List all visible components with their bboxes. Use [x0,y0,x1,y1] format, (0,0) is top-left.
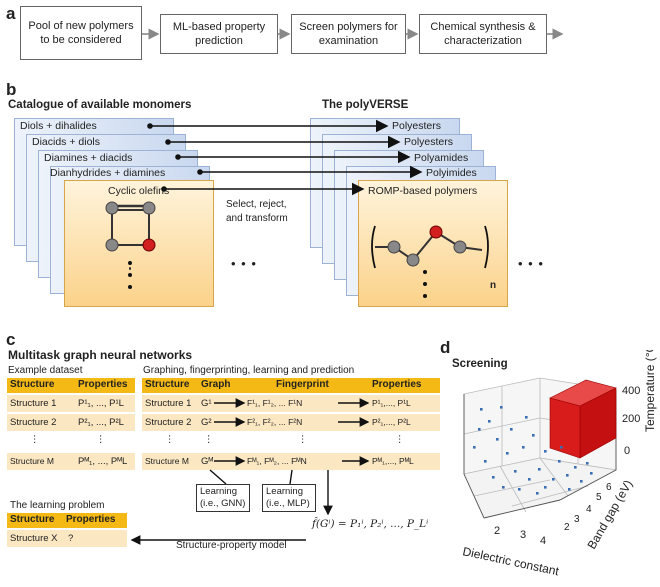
y-tick-2: 2 [564,522,570,533]
romp-polymer-molecule [371,225,489,298]
x-axis-label: Dielectric constant [461,544,560,578]
transform-label: Select, reject, and transform [226,199,288,224]
monomer-diols-dihalides: Diols + dihalides [20,120,97,132]
x-tick-3: 3 [520,529,526,541]
monomer-dianhydrides-diamines: Dianhydrides + diamines [50,167,166,179]
screening-title: Screening [452,358,508,370]
props-right-2: P²₁,..., P²L [372,417,411,427]
learning-mlp-box: Learning (i.e., MLP) [262,484,316,512]
props-right-m: Pᴹ₁,..., PᴹL [372,456,414,466]
props-right-1: P¹₁,..., P¹L [372,398,411,408]
left-structure-m: Structure M [10,456,54,466]
flow-step-screen: Screen polymers for examination [291,14,406,54]
graph-1: G¹ [201,398,212,409]
learning-gnn-box: Learning (i.e., GNN) [196,484,250,512]
polymer-polyamides: Polyamides [414,152,469,164]
left-header-properties: Properties [78,379,128,390]
panel-b-graphics [105,119,489,298]
z-axis-label: Temperature (°C) [643,350,657,432]
right-dots-properties: ⋮ [395,434,405,445]
cyclic-olefins-box [64,180,214,307]
right-dots-graph: ⋮ [204,434,214,445]
left-structure-2: Structure 2 [10,417,57,428]
z-tick-0: 0 [624,445,630,457]
left-structure-1: Structure 1 [10,398,57,409]
x-tick-4: 4 [540,535,546,547]
right-dots-fingerprint: ⋮ [298,434,308,445]
monomer-diamines-diacids: Diamines + diacids [44,152,133,164]
polymer-more-ellipsis: • • • [518,256,544,271]
polymer-polyimides: Polyimides [426,167,477,179]
repeat-unit-subscript: n [490,280,497,291]
left-dots: ⋮ [30,434,40,445]
polyverse-title: The polyVERSE [322,99,409,111]
screening-3d-plot: 400 200 0 2 3 4 2 3 4 5 6 Temperature (°… [461,350,657,578]
monomer-diacids-diols: Diacids + diols [32,136,100,148]
unknown-properties: ? [68,533,74,544]
flow-step-ml: ML-based property prediction [160,14,278,54]
panel-c-label: c [6,330,16,349]
monomer-cyclic-olefins: Cyclic olefins [108,185,170,197]
right-header-structure: Structure [145,379,190,390]
y-tick-4: 4 [586,504,592,515]
right-structure-1: Structure 1 [145,398,192,409]
panel-c-title: Multitask graph neural networks [8,348,193,362]
y-tick-6: 6 [606,482,612,493]
scatter-points [473,406,593,495]
problem-header-structure: Structure [10,514,55,525]
learning-problem-title: The learning problem [10,500,105,511]
panel-b-label: b [6,80,17,99]
example-dataset-label: Example dataset [8,365,83,376]
right-header-properties: Properties [372,379,422,390]
table-row [7,395,135,412]
table-row [7,530,127,547]
right-header-fingerprint: Fingerprint [276,379,329,390]
left-dots-2: ⋮ [96,434,106,445]
graph-2: G² [201,417,212,428]
panel-d-label: d [440,338,451,357]
left-header-structure: Structure [10,379,55,390]
mapping-arrows [147,119,423,196]
z-tick-400: 400 [622,385,640,397]
structure-x: Structure X [10,533,58,544]
right-structure-2: Structure 2 [145,417,192,428]
screening-region-cube [549,379,617,459]
table-row [7,414,135,431]
y-tick-3: 3 [574,514,580,525]
panel-a-label: a [6,4,16,23]
right-structure-m: Structure M [145,456,189,466]
flow-step-synthesis: Chemical synthesis & characterization [419,14,547,54]
table-row [7,453,135,470]
y-tick-5: 5 [596,492,602,503]
cyclic-olefin-molecule [105,201,156,289]
z-tick-200: 200 [622,413,640,425]
pipeline-title: Graphing, fingerprinting, learning and p… [143,365,355,376]
problem-header-properties: Properties [66,514,116,525]
structure-property-model-label: Structure-property model [176,540,287,551]
flow-step-pool: Pool of new polymers to be considered [20,6,142,60]
right-dots-structure: ⋮ [165,434,175,445]
left-props-1: P¹₁, ..., P¹L [78,398,124,409]
panel-c-arrows [130,398,370,545]
fingerprint-m: Fᴹ₁, Fᴹ₂, ... FᴹN [247,456,307,466]
flow-arrows [142,28,564,40]
monomer-more-ellipsis: • • • [231,256,257,271]
graph-m: Gᴹ [201,456,214,467]
x-tick-2: 2 [494,525,500,537]
polymer-romp: ROMP-based polymers [368,185,478,197]
model-equation: f̂(Gⁱ) = P₁ⁱ, P₂ⁱ, ..., P_Lⁱ [312,518,429,530]
left-props-2: P²₁, ..., P²L [78,417,124,428]
monomers-title: Catalogue of available monomers [8,99,192,111]
romp-box [358,180,508,307]
right-header-graph: Graph [201,379,231,390]
polymer-polyesters-2: Polyesters [404,136,454,148]
left-props-m: Pᴹ₁, ..., PᴹL [78,456,128,467]
fingerprint-1: F¹₁, F¹₂, ... F¹N [247,398,303,408]
polymer-polyesters-1: Polyesters [392,120,442,132]
fingerprint-2: F²₁, F²₂, ... F²N [247,417,303,427]
